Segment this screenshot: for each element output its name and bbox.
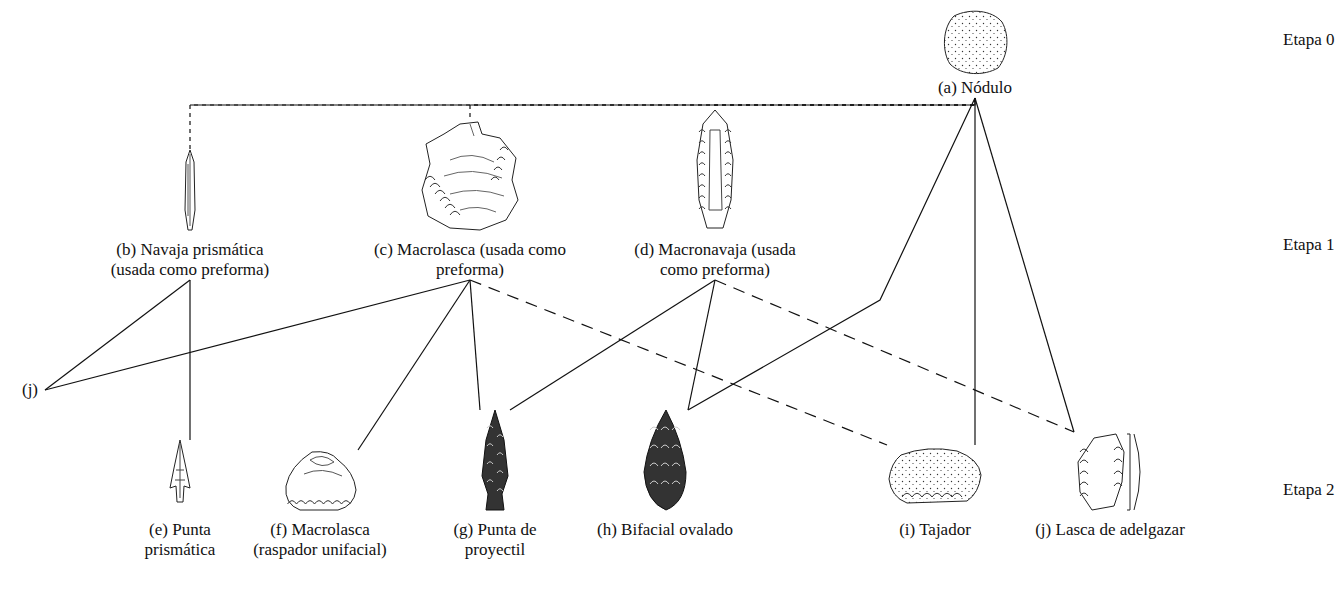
- artifact-stroke: [286, 452, 356, 510]
- artifact-stroke: [185, 150, 195, 230]
- artifact-caption: (j) Lasca de adelgazar: [1020, 520, 1200, 540]
- artifact-drawing: [693, 110, 737, 232]
- derivation-line: [45, 280, 190, 390]
- derivation-line: [470, 280, 887, 445]
- artifact-node: (b) Navaja prismática (usada como prefor…: [93, 150, 288, 280]
- artifact-node: (j) Lasca de adelgazar: [1020, 432, 1200, 540]
- derivation-line: [688, 280, 715, 410]
- derivation-line: [715, 280, 1074, 432]
- derivation-line: [470, 280, 480, 410]
- artifact-caption: (b) Navaja prismática (usada como prefor…: [93, 240, 288, 280]
- artifact-drawing: [940, 8, 1010, 76]
- artifact-node: (f) Macrolasca (raspador unifacial): [238, 450, 403, 560]
- artifact-node: (j): [15, 380, 45, 400]
- derivation-line: [715, 98, 975, 110]
- derivation-line: [974, 98, 975, 445]
- artifact-stroke: [1078, 434, 1124, 510]
- artifact-drawing: [480, 410, 510, 510]
- artifact-node: (i) Tajador: [885, 445, 985, 540]
- artifact-stroke: [1080, 447, 1122, 496]
- artifact-stroke: [188, 154, 190, 226]
- stage-label: Etapa 1: [1283, 235, 1334, 255]
- artifact-node: (c) Macrolasca (usada como preforma): [373, 120, 568, 280]
- artifact-stroke: [487, 426, 503, 491]
- artifact-stroke: [889, 449, 981, 503]
- artifact-drawing: [887, 445, 983, 507]
- artifact-stroke: [902, 493, 962, 497]
- artifact-stroke: [288, 501, 351, 504]
- artifact-caption: (e) Punta prismática: [130, 520, 230, 560]
- derivation-line: [189, 280, 190, 440]
- artifact-stroke: [709, 130, 722, 210]
- artifact-stroke: [1127, 434, 1140, 510]
- artifact-caption: (g) Punta de proyectil: [440, 520, 550, 560]
- artifact-stroke: [482, 410, 508, 510]
- artifact-caption: (f) Macrolasca (raspador unifacial): [238, 520, 403, 560]
- artifact-drawing: [183, 150, 197, 230]
- artifact-caption: (i) Tajador: [885, 520, 985, 540]
- artifact-node: (h) Bifacial ovalado: [585, 410, 745, 540]
- artifact-node: (a) Nódulo: [920, 8, 1030, 98]
- artifact-caption: (j): [15, 380, 45, 400]
- artifact-caption: (c) Macrolasca (usada como preforma): [373, 240, 568, 280]
- derivation-line: [470, 98, 975, 120]
- derivation-line: [358, 280, 470, 450]
- artifact-stroke: [425, 147, 508, 215]
- artifact-node: (g) Punta de proyectil: [440, 410, 550, 560]
- artifact-node: (d) Macronavaja (usada como preforma): [615, 110, 815, 280]
- artifact-stroke: [650, 427, 680, 484]
- artifact-drawing: [168, 440, 192, 502]
- artifact-stroke: [170, 440, 190, 502]
- artifact-caption: (d) Macronavaja (usada como preforma): [615, 240, 815, 280]
- artifact-stroke: [944, 11, 1007, 73]
- artifact-drawing: [1074, 432, 1146, 512]
- stage-bar: [190, 98, 975, 105]
- stage-label: Etapa 0: [1283, 30, 1334, 50]
- artifact-drawing: [282, 450, 358, 512]
- artifact-stroke: [644, 410, 686, 510]
- derivation-line: [975, 98, 1074, 432]
- artifact-caption: (a) Nódulo: [920, 78, 1030, 98]
- derivation-line: [510, 280, 715, 410]
- derivation-line: [45, 280, 470, 390]
- artifact-stroke: [699, 130, 731, 209]
- artifact-drawing: [420, 120, 520, 232]
- derivation-line: [190, 98, 975, 150]
- artifact-stroke: [175, 444, 185, 498]
- artifact-stroke: [697, 110, 733, 228]
- artifact-stroke: [422, 122, 518, 230]
- artifact-drawing: [642, 410, 688, 510]
- artifact-caption: (h) Bifacial ovalado: [585, 520, 745, 540]
- artifact-node: (e) Punta prismática: [130, 440, 230, 560]
- artifact-stroke: [304, 456, 342, 476]
- stage-label: Etapa 2: [1283, 480, 1334, 500]
